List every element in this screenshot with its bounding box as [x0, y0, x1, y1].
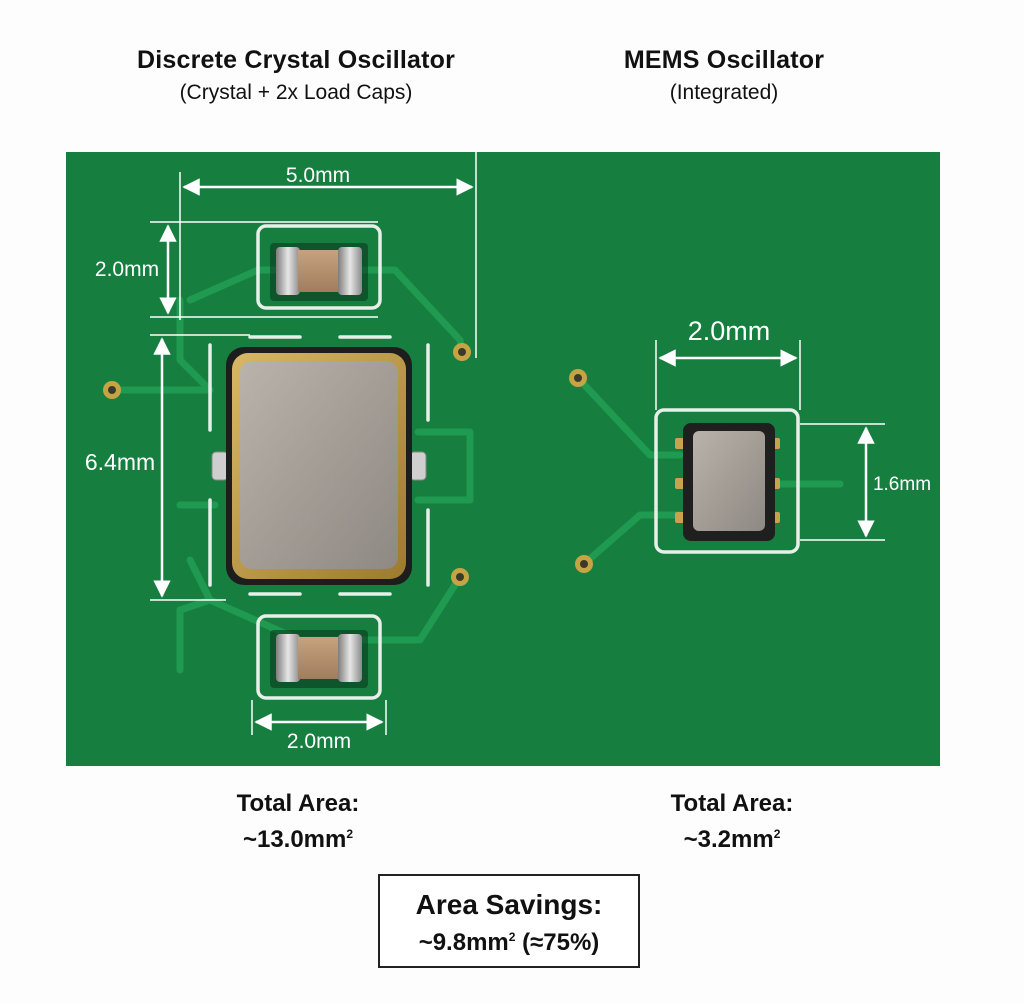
discrete-total-area-value: ~13.0mm2	[242, 826, 354, 853]
mems-oscillator-heading: MEMS Oscillator (Integrated)	[514, 46, 934, 105]
discrete-oscillator-subtitle: (Crystal + 2x Load Caps)	[179, 81, 413, 104]
area-savings-box: Area Savings: ~9.8mm2 (≈75%)	[378, 874, 640, 968]
area-savings-value: ~9.8mm2 (≈75%)	[418, 929, 600, 956]
mems-total-area-value: ~3.2mm2	[683, 826, 781, 853]
discrete-oscillator-heading: Discrete Crystal Oscillator (Crystal + 2…	[86, 46, 506, 105]
top-load-capacitor	[270, 243, 368, 301]
silkscreen-outlines	[208, 224, 800, 700]
mems-total-area: Total Area: ~3.2mm2	[602, 790, 862, 854]
dim-label-mems-height: 1.6mm	[873, 474, 931, 495]
dim-label-crystal-height: 6.4mm	[85, 449, 155, 475]
mems-outline	[654, 408, 800, 554]
area-savings-label: Area Savings:	[415, 889, 603, 920]
mems-package	[675, 423, 780, 541]
crystal-package	[211, 347, 427, 585]
vias	[103, 343, 593, 586]
dim-label-crystal-width: 5.0mm	[286, 164, 350, 187]
mems-oscillator-title: MEMS Oscillator	[623, 46, 825, 74]
bottom-cap-outline	[256, 614, 382, 700]
right-copper-traces	[574, 374, 844, 568]
dimension-arrows	[153, 178, 875, 731]
mems-oscillator-subtitle: (Integrated)	[669, 81, 779, 104]
mems-total-area-label: Total Area:	[670, 790, 794, 817]
discrete-total-area: Total Area: ~13.0mm2	[168, 790, 428, 854]
dim-label-cap-width: 2.0mm	[287, 730, 351, 753]
bottom-load-capacitor	[270, 630, 368, 688]
dim-label-cap-height: 2.0mm	[95, 258, 159, 281]
discrete-oscillator-title: Discrete Crystal Oscillator	[136, 46, 456, 74]
discrete-total-area-label: Total Area:	[236, 790, 360, 817]
dim-label-mems-width: 2.0mm	[688, 316, 771, 346]
top-cap-outline	[256, 224, 382, 310]
pcb-substrate	[66, 152, 940, 766]
extension-lines	[150, 150, 885, 735]
